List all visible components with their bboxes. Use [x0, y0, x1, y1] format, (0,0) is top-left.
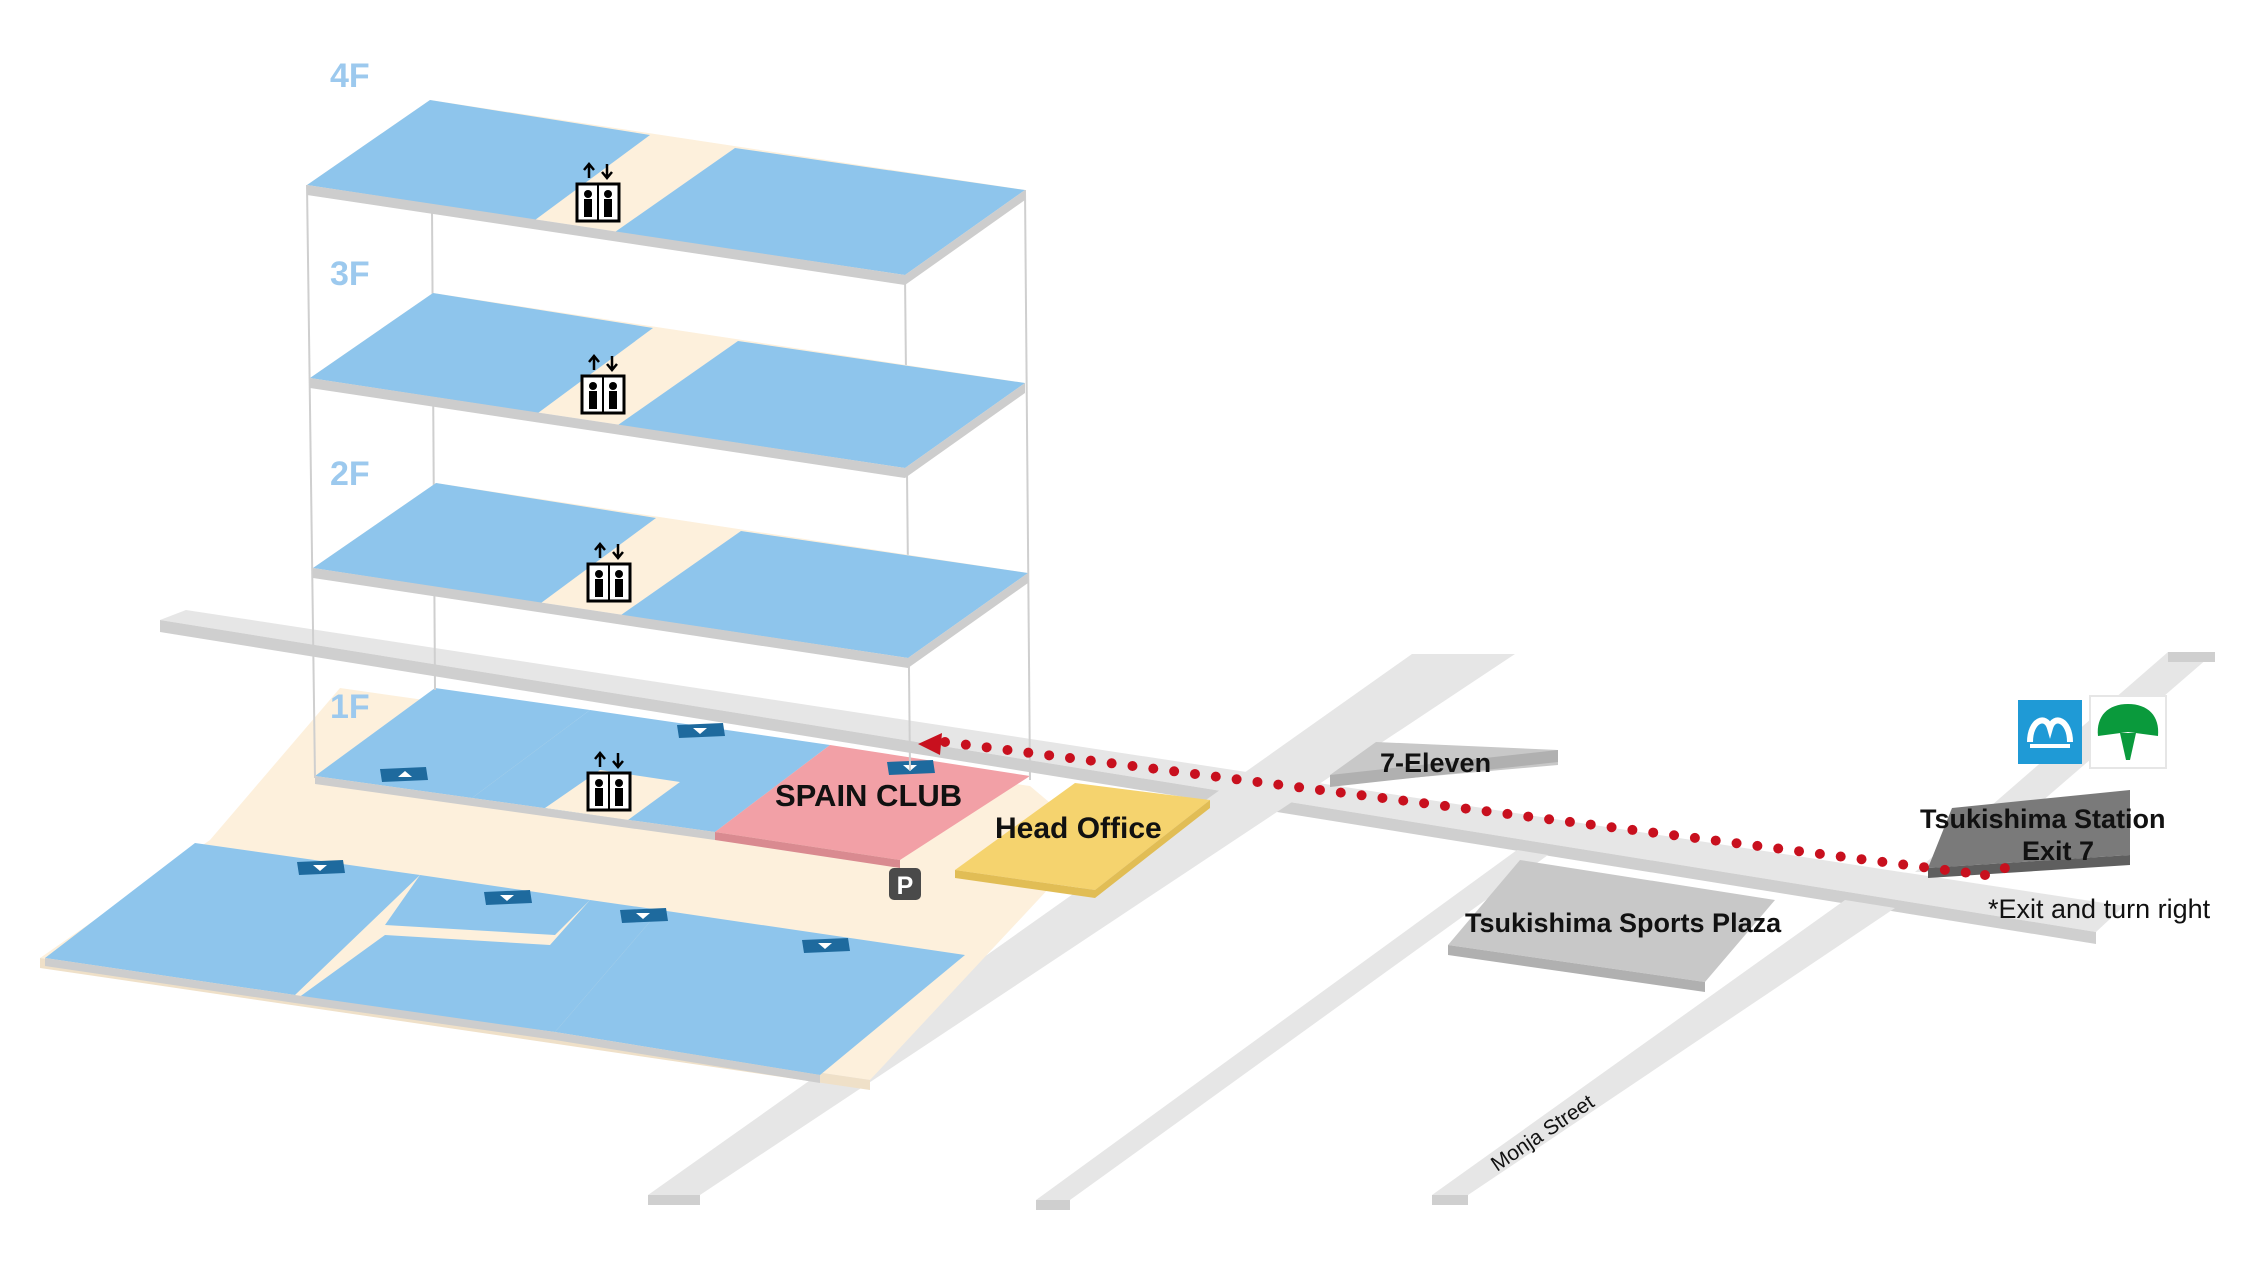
road-cross-2: [1036, 850, 1548, 1200]
entrance-marker-icon: [620, 908, 668, 923]
building-frame: [306, 184, 1031, 781]
road-monja-street: [1432, 900, 1895, 1195]
entrance-marker-icon: [887, 760, 935, 775]
head-office-unit: [955, 783, 1210, 890]
spain-club-unit: [715, 745, 1030, 860]
floor-1f-unit-front-left: [45, 843, 420, 995]
floor-2f-block-left: [313, 483, 656, 603]
floor-label-2f: 2F: [330, 455, 370, 493]
floor-3f-block-left: [310, 293, 653, 413]
nearby-buildings: [1330, 742, 2130, 992]
entrance-marker-icon: [380, 767, 428, 782]
toei-subway-icon: [2089, 695, 2167, 769]
floor-2f: [313, 483, 1028, 668]
floor-2f-block-right: [621, 531, 1028, 658]
entrance-marker-icon: [677, 723, 725, 738]
floor-label-3f: 3F: [330, 255, 370, 293]
exit-note: *Exit and turn right: [1988, 894, 2211, 924]
floor-1f-unit-front-mid: [385, 875, 590, 935]
floor-4f-block-right: [615, 148, 1025, 275]
entrance-marker-icon: [484, 890, 532, 905]
parking-label: P: [897, 872, 914, 900]
floor-1f: [40, 688, 1210, 1090]
monja-street-label: Monja Street: [1487, 1090, 1599, 1176]
spain-club-label: SPAIN CLUB: [775, 778, 962, 813]
floor-label-1f: 1F: [330, 688, 370, 726]
parking-icon: P: [889, 868, 921, 900]
sports-plaza-label: Tsukishima Sports Plaza: [1465, 908, 1782, 938]
building-station-exit: [1928, 790, 2130, 868]
floor-label-4f: 4F: [330, 57, 370, 95]
entrance-marker-icon: [802, 938, 850, 953]
floor-3f-block-right: [618, 341, 1025, 468]
floor-1f-unit-front-right: [555, 910, 965, 1075]
entrance-marker-icon: [297, 860, 345, 875]
walking-route: [918, 733, 2010, 880]
head-office-label: Head Office: [995, 812, 1162, 845]
tokyo-metro-icon: [2018, 700, 2082, 764]
floor-4f: [307, 100, 1025, 285]
station-label-line2: Exit 7: [2022, 836, 2094, 866]
building-sports-plaza: [1448, 860, 1775, 982]
station-label-line1: Tsukishima Station: [1920, 804, 2166, 834]
road-main: [160, 610, 2124, 932]
floor-1f-unit-front-center: [298, 900, 660, 1032]
floor-4f-block-left: [307, 100, 650, 220]
route-arrow-icon: [918, 733, 942, 755]
floor-3f: [310, 293, 1025, 478]
seven-eleven-label: 7-Eleven: [1380, 748, 1491, 778]
